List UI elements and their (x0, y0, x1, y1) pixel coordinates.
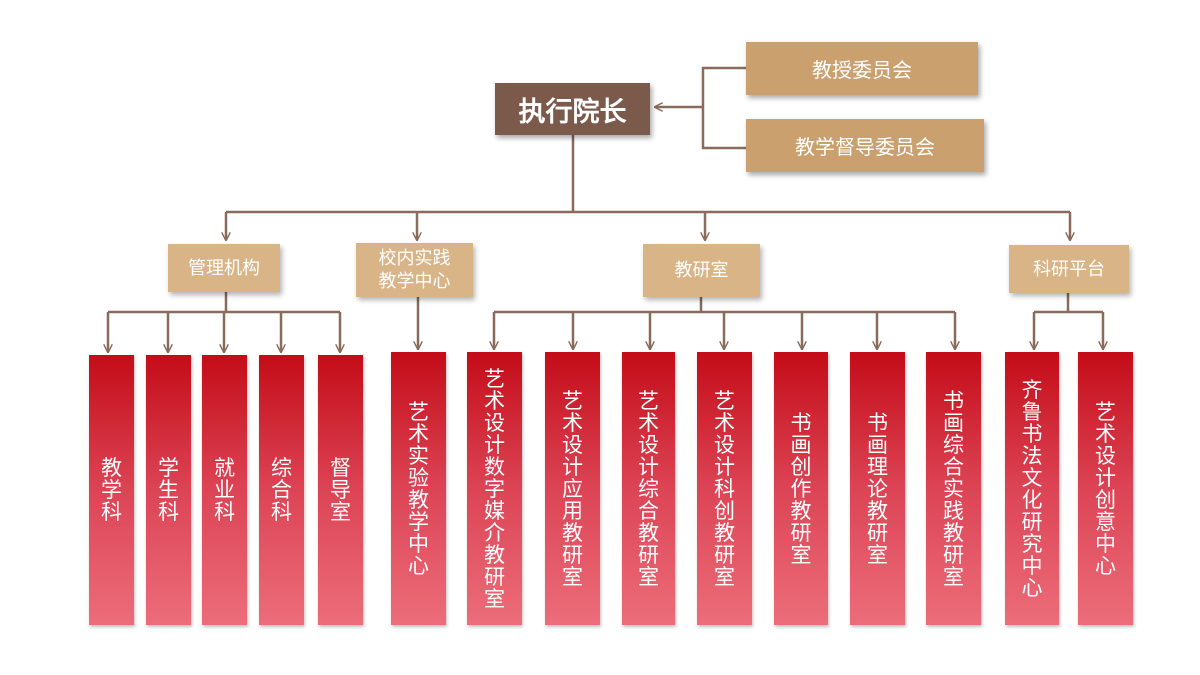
dept-management-node: 管理机构 (168, 244, 280, 292)
leaf-label: 艺术设计应用教研室 (562, 388, 583, 589)
leaf-node: 督导室 (318, 355, 363, 625)
leaf-label: 学生科 (158, 456, 179, 524)
leaf-label: 书画综合实践教研室 (943, 388, 964, 589)
dept-teaching-research-node: 教研室 (643, 244, 760, 297)
leaf-node: 教学科 (89, 355, 134, 625)
leaf-node: 书画创作教研室 (774, 352, 828, 625)
leaf-node: 艺术设计应用教研室 (545, 352, 600, 625)
leaf-label: 艺术实验教学中心 (408, 399, 429, 578)
professor-committee-node: 教授委员会 (746, 42, 978, 95)
leaf-node: 齐鲁书法文化研究中心 (1005, 352, 1059, 625)
leaf-label: 综合科 (271, 456, 292, 524)
leaf-label: 书画创作教研室 (790, 410, 812, 567)
dept-practice-center-node: 校内实践 教学中心 (356, 243, 473, 297)
leaf-node: 书画综合实践教研室 (926, 352, 981, 625)
leaf-node: 艺术设计科创教研室 (697, 352, 752, 625)
leaf-node: 综合科 (259, 355, 304, 625)
leaf-node: 书画理论教研室 (850, 352, 905, 625)
leaf-label: 艺术设计综合教研室 (638, 388, 659, 589)
leaf-node: 艺术实验教学中心 (391, 352, 446, 625)
leaf-node: 艺术设计创意中心 (1078, 352, 1133, 625)
leaf-label: 艺术设计数字媒介教研室 (484, 366, 505, 611)
leaf-label: 教学科 (101, 456, 122, 524)
leaf-node: 就业科 (202, 355, 247, 625)
leaf-label: 就业科 (214, 456, 235, 524)
leaf-node: 艺术设计数字媒介教研室 (467, 352, 522, 625)
teaching-supervision-committee-node: 教学督导委员会 (746, 119, 984, 172)
leaf-node: 学生科 (146, 355, 191, 625)
dept-research-platform-node: 科研平台 (1009, 245, 1129, 293)
leaf-label: 艺术设计科创教研室 (714, 388, 735, 589)
leaf-label: 书画理论教研室 (867, 410, 888, 567)
leaf-node: 艺术设计综合教研室 (622, 352, 675, 625)
executive-dean-node: 执行院长 (495, 83, 650, 135)
leaf-label: 艺术设计创意中心 (1095, 399, 1116, 578)
leaf-label: 齐鲁书法文化研究中心 (1021, 377, 1043, 600)
leaf-label: 督导室 (330, 456, 351, 524)
